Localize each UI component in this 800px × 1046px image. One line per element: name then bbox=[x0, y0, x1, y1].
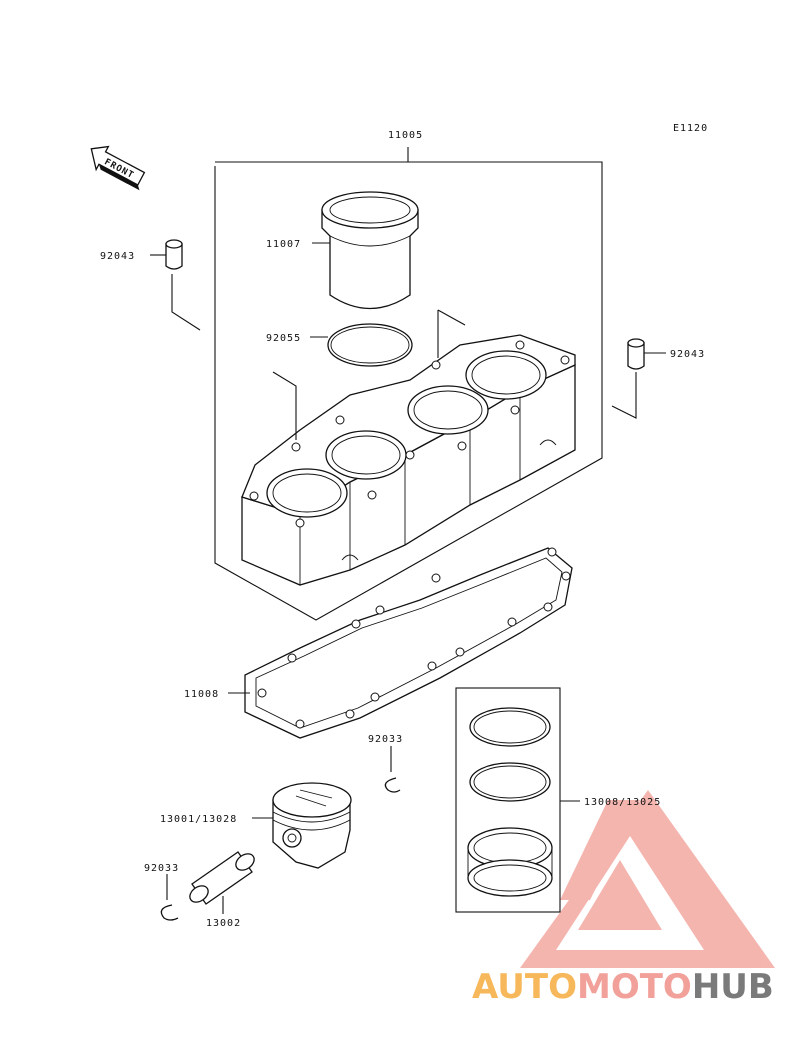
assembly-bracket bbox=[214, 147, 603, 621]
circlip-upper bbox=[384, 777, 401, 793]
o-ring bbox=[327, 323, 413, 367]
label-circlip-lower: 92033 bbox=[144, 863, 179, 874]
front-arrow-icon: FRONT bbox=[90, 145, 146, 191]
cylinder-block bbox=[241, 334, 576, 586]
label-piston: 13001/13028 bbox=[160, 814, 237, 825]
dowel-pin-left bbox=[165, 239, 183, 270]
label-circlip-upper: 92033 bbox=[368, 734, 403, 745]
watermark-auto: AUTO bbox=[472, 967, 577, 1007]
label-o-ring: 92055 bbox=[266, 333, 301, 344]
label-dowel-right: 92043 bbox=[670, 349, 705, 360]
piston-pin bbox=[189, 851, 255, 905]
dowel-pin-right bbox=[627, 338, 645, 370]
diagram-code: E1120 bbox=[673, 123, 708, 134]
label-base-gasket: 11008 bbox=[184, 689, 219, 700]
label-ring-set: 13008/13025 bbox=[584, 797, 661, 808]
watermark-hub: HUB bbox=[692, 967, 774, 1007]
label-dowel-left: 92043 bbox=[100, 251, 135, 262]
watermark-moto: MOTO bbox=[577, 967, 692, 1007]
label-sleeve: 11007 bbox=[266, 239, 301, 250]
piston bbox=[272, 782, 352, 869]
watermark-logo bbox=[520, 790, 775, 968]
label-cylinder-assy: 11005 bbox=[388, 130, 423, 141]
label-piston-pin: 13002 bbox=[206, 918, 241, 929]
cylinder-sleeve bbox=[321, 191, 419, 310]
watermark-text: AUTOMOTOHUB bbox=[472, 967, 774, 1007]
ring-set-box bbox=[455, 687, 561, 913]
base-gasket bbox=[244, 547, 573, 739]
circlip-lower bbox=[160, 904, 179, 921]
